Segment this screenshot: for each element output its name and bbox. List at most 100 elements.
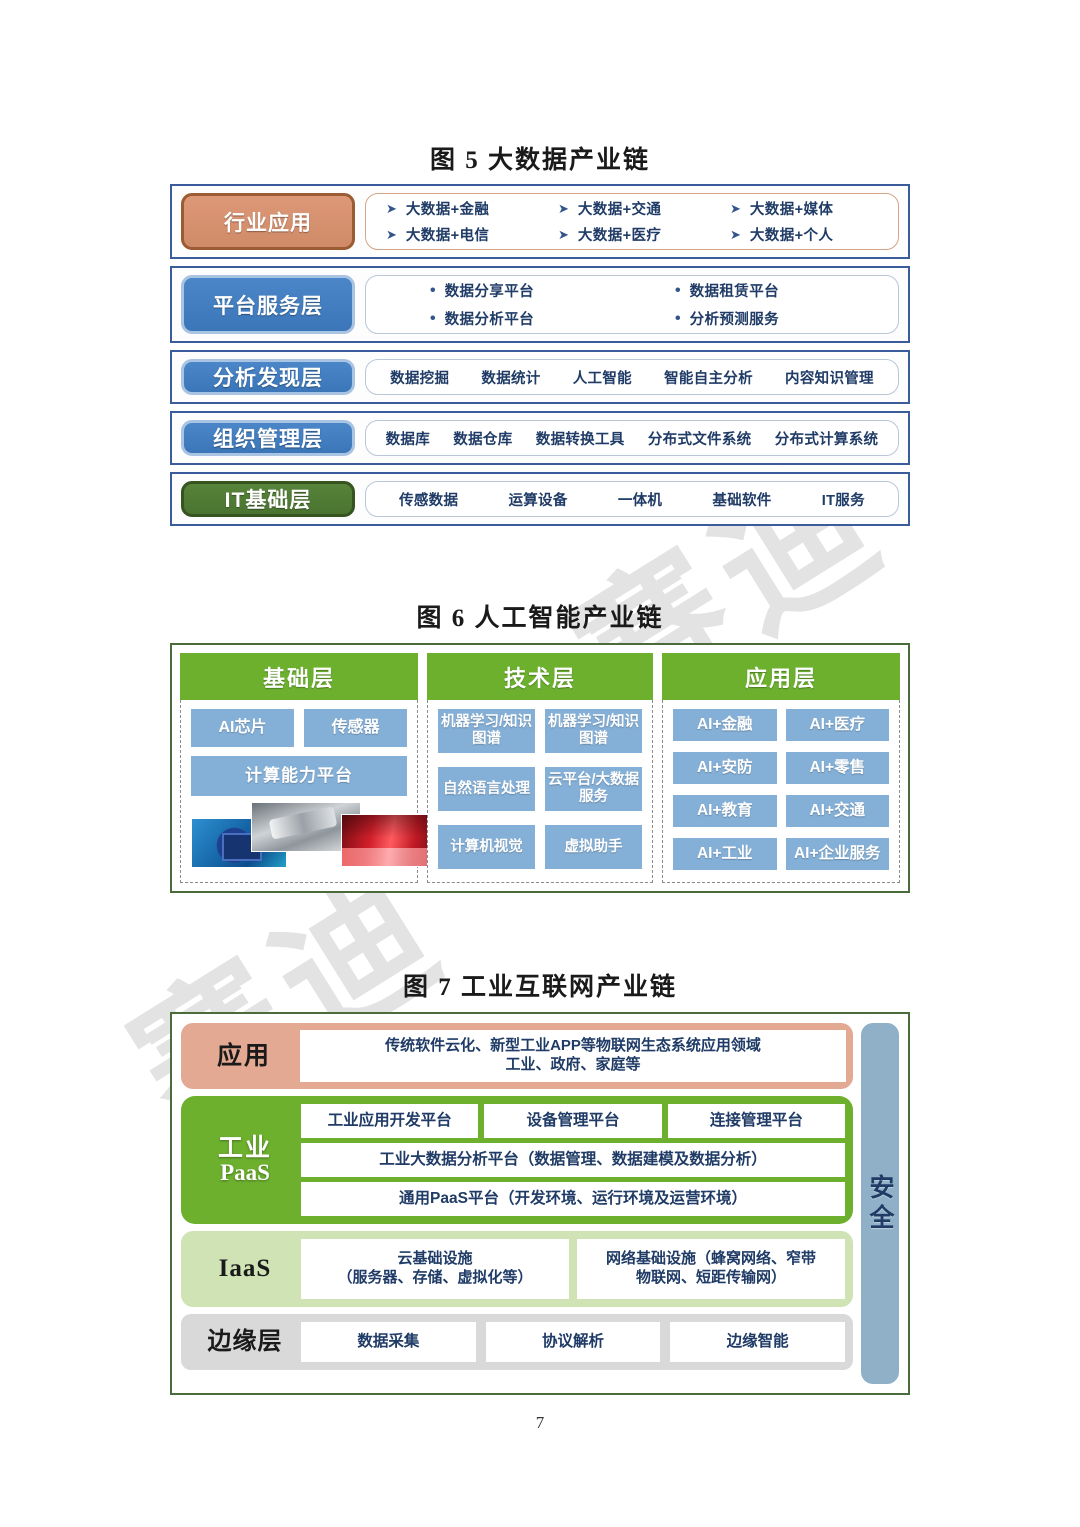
tile-ai-medical: AI+医疗 — [785, 709, 889, 741]
layer-items-container: • 数据分享平台 • 数据租赁平台 • 数据分析平台 • — [365, 275, 899, 334]
layer-label-it-infrastructure: IT基础层 — [181, 481, 355, 517]
band-edge-layer: 边缘层 数据采集 协议解析 边缘智能 — [181, 1314, 853, 1370]
list-item-label: 大数据+交通 — [577, 202, 662, 218]
column-header: 应用层 — [662, 653, 900, 700]
list-item: 数据转换工具 — [535, 431, 625, 448]
box-general-paas-platform: 通用PaaS平台（开发环境、运行环境及运营环境） — [301, 1182, 845, 1216]
box-device-management-platform: 设备管理平台 — [484, 1104, 662, 1138]
list-item: • 数据租赁平台 — [645, 280, 890, 301]
tile-ml-kg-2: 机器学习/知识图谱 — [545, 709, 643, 753]
band-content: 传统软件云化、新型工业APP等物联网生态系统应用领域 工业、政府、家庭等 — [300, 1030, 846, 1082]
chevron-right-icon: ➤ — [730, 226, 741, 242]
list-item-label: 大数据+医疗 — [577, 228, 662, 244]
dot-icon: • — [430, 309, 436, 327]
list-item: 分布式计算系统 — [774, 431, 879, 448]
dot-icon: • — [675, 309, 681, 327]
list-item-label: 分析预测服务 — [689, 312, 780, 328]
list-item-label: 数据分析平台 — [444, 312, 535, 328]
box-data-acquisition: 数据采集 — [301, 1322, 476, 1362]
list-item: ➤ 大数据+电信 — [374, 224, 546, 245]
layer-label-industry-application: 行业应用 — [181, 193, 355, 250]
list-item: ➤ 大数据+交通 — [546, 198, 718, 219]
list-item-label: 大数据+媒体 — [749, 202, 834, 218]
band-content: 工业应用开发平台 设备管理平台 连接管理平台 工业大数据分析平台（数据管理、数据… — [301, 1104, 845, 1216]
chevron-right-icon: ➤ — [558, 200, 569, 216]
band-industrial-paas: 工业 PaaS 工业应用开发平台 设备管理平台 连接管理平台 工业大数据分析平台… — [181, 1096, 853, 1224]
column-header: 基础层 — [180, 653, 418, 700]
tile-ai-security: AI+安防 — [673, 752, 777, 784]
layer-items-container: 数据挖掘 数据统计 人工智能 智能自主分析 内容知识管理 — [365, 359, 899, 395]
band-tag-main: 工业 — [217, 1133, 272, 1162]
list-item-label: 数据租赁平台 — [689, 284, 780, 300]
figure-7-caption: 图 7 工业互联网产业链 — [402, 974, 677, 1001]
chevron-right-icon: ➤ — [558, 226, 569, 242]
dot-icon: • — [430, 281, 436, 299]
band-content: 云基础设施 （服务器、存储、虚拟化等） 网络基础设施（蜂窝网络、窄带 物联网、短… — [301, 1239, 845, 1299]
column-body: 机器学习/知识图谱 机器学习/知识图谱 自然语言处理 云平台/大数据服务 计算机… — [426, 700, 654, 883]
tile-ai-retail: AI+零售 — [785, 752, 889, 784]
figure-6-diagram: 基础层 AI芯片 传感器 计算能力平台 技术层 — [170, 643, 910, 893]
figure-6-caption: 图 6 人工智能产业链 — [416, 605, 664, 632]
photo-collage — [191, 802, 441, 868]
list-item: 一体机 — [617, 492, 663, 509]
figure-5-layer-row: 分析发现层 数据挖掘 数据统计 人工智能 智能自主分析 内容知识管理 — [170, 350, 910, 404]
list-item: ➤ 大数据+金融 — [374, 198, 546, 219]
list-item-label: 大数据+个人 — [749, 228, 834, 244]
list-item: 传感数据 — [399, 492, 459, 509]
list-item: 分布式文件系统 — [647, 431, 752, 448]
figure-5-diagram: 行业应用 ➤ 大数据+金融 ➤ 大数据+交通 ➤ 大数据+媒体 — [170, 184, 910, 533]
tile-virtual-assistant: 虚拟助手 — [545, 825, 643, 869]
list-item-label: 数据分享平台 — [444, 284, 535, 300]
box-protocol-parsing: 协议解析 — [485, 1322, 661, 1362]
figure-5-layer-row: 行业应用 ➤ 大数据+金融 ➤ 大数据+交通 ➤ 大数据+媒体 — [170, 184, 910, 259]
list-item: ➤ 大数据+媒体 — [718, 198, 890, 219]
tile-ai-enterprise-service: AI+企业服务 — [785, 838, 889, 870]
list-item: IT服务 — [821, 492, 865, 509]
list-item: 数据挖掘 — [390, 370, 450, 387]
list-item: • 数据分享平台 — [400, 280, 645, 301]
chevron-right-icon: ➤ — [730, 200, 741, 216]
tile-nlp: 自然语言处理 — [437, 767, 535, 811]
box-industrial-app-dev-platform: 工业应用开发平台 — [301, 1104, 479, 1138]
band-tag-sub: PaaS — [220, 1160, 270, 1186]
layer-label-analysis-discovery: 分析发现层 — [181, 359, 355, 395]
list-item: • 数据分析平台 — [400, 308, 645, 329]
list-item: 内容知识管理 — [785, 370, 874, 387]
layer-items-container: 传感数据 运算设备 一体机 基础软件 IT服务 — [365, 481, 899, 517]
list-item: 基础软件 — [712, 492, 772, 509]
figure-5-layer-row: IT基础层 传感数据 运算设备 一体机 基础软件 IT服务 — [170, 472, 910, 526]
list-item: 智能自主分析 — [664, 370, 753, 387]
layer-label-platform-service: 平台服务层 — [181, 275, 355, 334]
figure-6-column-application: 应用层 AI+金融 AI+医疗 AI+安防 AI+零售 AI+教育 AI+交通 … — [662, 653, 900, 883]
list-item: ➤ 大数据+个人 — [718, 224, 890, 245]
list-item: 人工智能 — [572, 370, 632, 387]
column-body: AI+金融 AI+医疗 AI+安防 AI+零售 AI+教育 AI+交通 AI+工… — [662, 700, 900, 883]
figure-5-caption: 图 5 大数据产业链 — [429, 147, 650, 174]
tile-ai-industry: AI+工业 — [673, 838, 777, 870]
tile-computer-vision: 计算机视觉 — [437, 825, 535, 869]
band-content: 数据采集 协议解析 边缘智能 — [301, 1322, 846, 1362]
tile-ml-kg-1: 机器学习/知识图谱 — [437, 709, 535, 753]
list-item: ➤ 大数据+医疗 — [546, 224, 718, 245]
chevron-right-icon: ➤ — [386, 200, 397, 216]
list-item: 数据库 — [385, 431, 431, 448]
tile-ai-education: AI+教育 — [673, 795, 777, 827]
security-sidebar: 安全 — [861, 1023, 899, 1384]
column-body: AI芯片 传感器 计算能力平台 — [180, 700, 441, 883]
band-tag-edge-layer: 边缘层 — [207, 1328, 283, 1356]
box-network-infrastructure: 网络基础设施（蜂窝网络、窄带 物联网、短距传输网） — [577, 1239, 845, 1299]
band-application: 应用 传统软件云化、新型工业APP等物联网生态系统应用领域 工业、政府、家庭等 — [181, 1023, 853, 1089]
layer-items-container: ➤ 大数据+金融 ➤ 大数据+交通 ➤ 大数据+媒体 ➤ — [365, 193, 899, 250]
dot-icon: • — [675, 281, 681, 299]
tile-cloud-bigdata: 云平台/大数据服务 — [545, 767, 643, 811]
band-tag-iaas: IaaS — [218, 1254, 272, 1282]
column-header: 技术层 — [426, 653, 654, 700]
band-iaas: IaaS 云基础设施 （服务器、存储、虚拟化等） 网络基础设施（蜂窝网络、窄带 … — [181, 1231, 853, 1307]
figure-5-layer-row: 组织管理层 数据库 数据仓库 数据转换工具 分布式文件系统 分布式计算系统 — [170, 411, 910, 465]
chevron-right-icon: ➤ — [386, 226, 397, 242]
list-item-label: 大数据+电信 — [405, 228, 490, 244]
list-item: 运算设备 — [508, 492, 568, 509]
figure-5-layer-row: 平台服务层 • 数据分享平台 • 数据租赁平台 • 数据分析平 — [170, 266, 910, 343]
figure-7-diagram: 应用 传统软件云化、新型工业APP等物联网生态系统应用领域 工业、政府、家庭等 … — [170, 1012, 910, 1395]
